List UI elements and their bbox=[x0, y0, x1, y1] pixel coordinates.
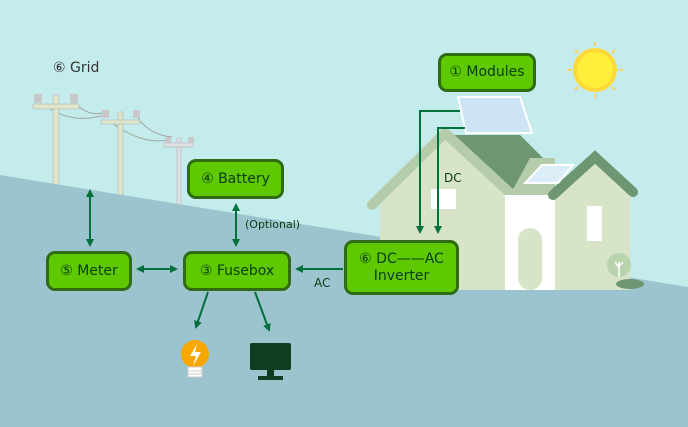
dc-arrow-1 bbox=[416, 110, 460, 234]
flow-arrows bbox=[86, 110, 465, 332]
inverter-box: ⑥ DC——AC Inverter bbox=[344, 240, 459, 295]
fusebox-monitor-arrow bbox=[254, 291, 271, 332]
monitor-icon bbox=[250, 343, 291, 380]
fusebox-bulb-arrow bbox=[194, 291, 209, 329]
power-poles bbox=[32, 94, 194, 209]
dc-label: DC bbox=[444, 171, 462, 185]
modules-box: ① Modules bbox=[438, 53, 536, 92]
sun-icon bbox=[567, 42, 623, 98]
inverter-line1: ⑥ DC——AC bbox=[359, 250, 444, 267]
inverter-line2: Inverter bbox=[373, 267, 430, 284]
ground bbox=[0, 175, 688, 427]
optional-label: (Optional) bbox=[245, 218, 301, 231]
dc-arrow-2 bbox=[434, 127, 465, 234]
light-bulb-icon bbox=[181, 340, 209, 378]
meter-box: ⑤ Meter bbox=[46, 251, 132, 291]
battery-box: ④ Battery bbox=[187, 159, 284, 199]
grid-label: ⑥ Grid bbox=[53, 60, 100, 76]
fusebox-box: ③ Fusebox bbox=[183, 251, 291, 291]
ac-label: AC bbox=[314, 276, 331, 290]
